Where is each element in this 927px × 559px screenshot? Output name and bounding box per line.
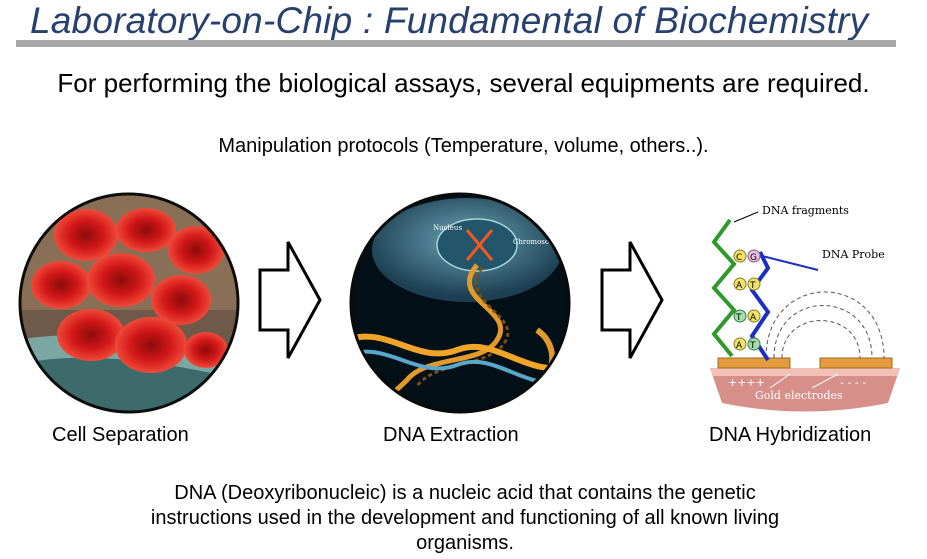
dna-hybridization-diagram: ++++ - - - - Gold electrodes C G A T T A…	[710, 204, 900, 412]
process-arrow-1	[258, 241, 322, 359]
dna-extraction-image: Nucleus Chromosome	[349, 192, 571, 414]
cell-separation-image	[18, 192, 240, 414]
subtitle: For performing the biological assays, se…	[57, 68, 870, 98]
dna-fragments-label: DNA fragments	[762, 204, 849, 217]
svg-text:C: C	[736, 253, 742, 263]
svg-text:T: T	[749, 281, 756, 291]
minus-charges: - - - -	[840, 376, 866, 389]
svg-text:A: A	[750, 313, 757, 323]
dna-probe-label: DNA Probe	[822, 248, 885, 261]
svg-text:G: G	[750, 253, 757, 263]
dna-fragment-strand	[711, 218, 737, 358]
slide-title: Laboratory-on-Chip : Fundamental of Bioc…	[30, 0, 869, 41]
chromosome-label: Chromosome	[513, 238, 560, 246]
red-blood-cells	[31, 208, 228, 373]
protocols-text: Manipulation protocols (Temperature, vol…	[218, 135, 709, 157]
svg-text:T: T	[735, 313, 742, 323]
nucleus-label: Nucleus	[433, 224, 462, 232]
base-pairs: C G A T T A A T	[733, 249, 761, 351]
svg-text:A: A	[736, 341, 743, 351]
svg-text:A: A	[736, 281, 743, 291]
caption-dna-hybridization: DNA Hybridization	[709, 424, 872, 446]
svg-text:T: T	[749, 341, 756, 351]
title-underline	[16, 40, 896, 47]
process-arrow-2	[600, 241, 664, 359]
gold-electrodes-label: Gold electrodes	[755, 389, 843, 402]
caption-dna-extraction: DNA Extraction	[383, 424, 519, 446]
plus-charges: ++++	[728, 376, 765, 389]
dna-definition: DNA (Deoxyribonucleic) is a nucleic acid…	[150, 482, 780, 554]
caption-cell-separation: Cell Separation	[52, 424, 189, 446]
